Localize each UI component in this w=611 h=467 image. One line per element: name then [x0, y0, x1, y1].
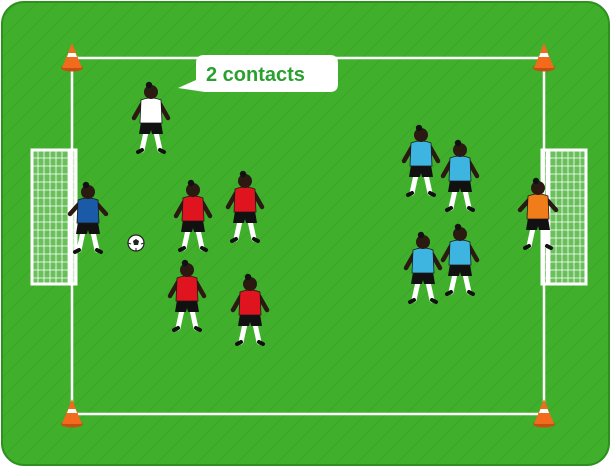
- callout-text: 2 contacts: [206, 64, 305, 86]
- goal-icon: [32, 150, 76, 284]
- football-icon: [128, 235, 144, 251]
- callout-bubble: 2 contacts: [178, 55, 338, 92]
